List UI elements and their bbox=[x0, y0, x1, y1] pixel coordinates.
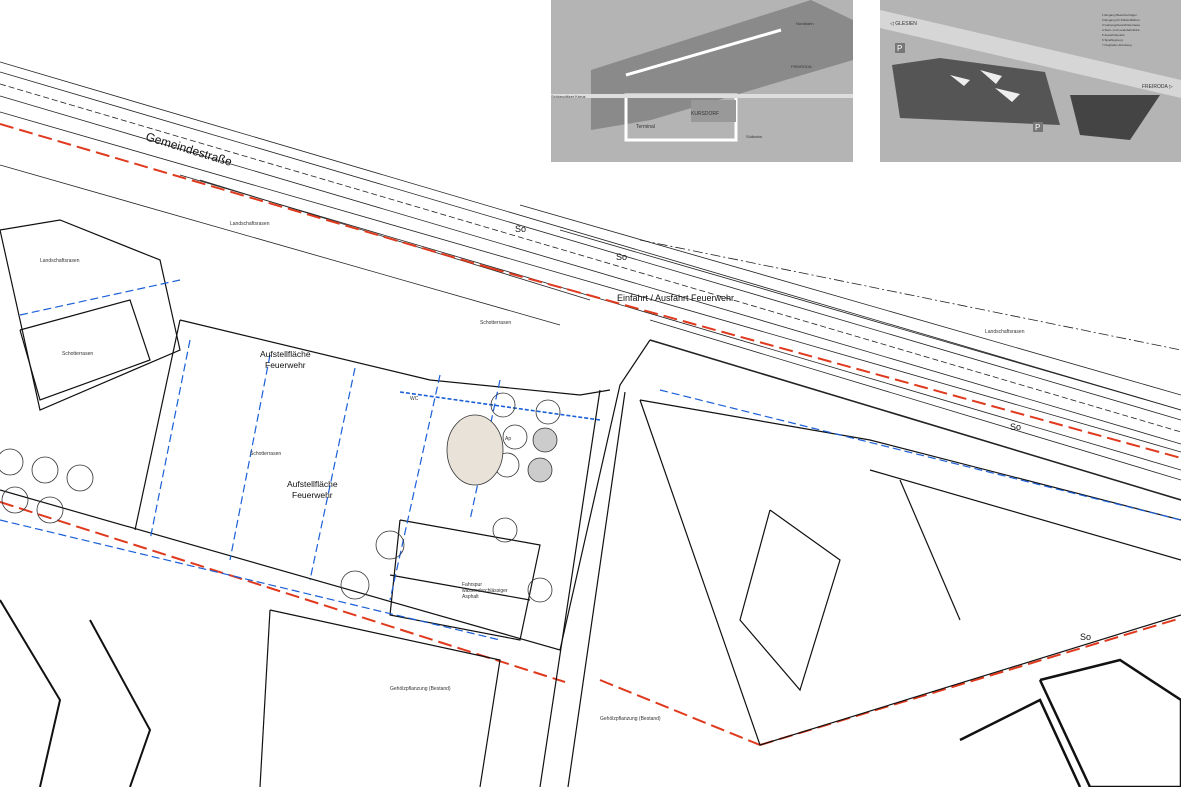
gravel-lawn-label: Schotterrasen bbox=[480, 320, 511, 326]
sewer-label: So bbox=[1010, 422, 1021, 432]
wc-label: WC bbox=[410, 396, 419, 402]
inset-left-label: Schkeuditzer Kreuz bbox=[551, 94, 586, 99]
sewer-label: So bbox=[616, 252, 627, 262]
inset-left-label: KURSDORF bbox=[691, 111, 719, 117]
svg-text:7 Flughafen-Rundweg: 7 Flughafen-Rundweg bbox=[1102, 43, 1132, 47]
svg-text:4 Start- und Landebahnblick: 4 Start- und Landebahnblick bbox=[1102, 28, 1140, 32]
trees bbox=[0, 392, 561, 603]
svg-text:3 Gehweg/Aussichtsterrasse: 3 Gehweg/Aussichtsterrasse bbox=[1102, 23, 1141, 27]
svg-text:6 Spielflugzeug: 6 Spielflugzeug bbox=[1102, 38, 1123, 42]
sewer-label: So bbox=[1080, 632, 1091, 642]
water-lines bbox=[0, 279, 1181, 641]
shrubs-label: Gehölzpflanzung (Bestand) bbox=[390, 686, 451, 692]
road-lines bbox=[0, 61, 1181, 501]
tree-code-label: Ap bbox=[505, 436, 511, 442]
landscape-lawn-label: Landschaftsrasen bbox=[40, 258, 80, 264]
landscape-lawn-label: Landschaftsrasen bbox=[985, 329, 1025, 335]
parking-icon: P bbox=[1035, 123, 1040, 132]
property-boundary bbox=[0, 123, 1181, 746]
direction-right-label: FREIRODA ▷ bbox=[1142, 84, 1173, 90]
inset-map-visitor-park: ◁ GLESIEN FREIRODA ▷ P P 1 Eingang Besuc… bbox=[880, 0, 1181, 162]
gravel-lawn-label: Schotterrasen bbox=[250, 451, 281, 457]
inset-left-label: Terminal bbox=[636, 124, 655, 130]
parking-icon: P bbox=[897, 44, 902, 53]
svg-text:2 Eingang für Rollstuhlfahrer: 2 Eingang für Rollstuhlfahrer bbox=[1102, 18, 1140, 22]
inset-map-airport-overview: KURSDORF Terminal Schkeuditzer Kreuz FRE… bbox=[551, 0, 853, 162]
shrubs-label: Gehölzpflanzung (Bestand) bbox=[600, 716, 661, 722]
inset-left-label: Südbahn bbox=[746, 134, 762, 139]
inset-left-label: Nordbahn bbox=[796, 21, 814, 26]
svg-text:1 Eingang Besucherhügel: 1 Eingang Besucherhügel bbox=[1102, 13, 1137, 17]
sewer-label: So bbox=[515, 224, 526, 234]
direction-left-label: ◁ GLESIEN bbox=[890, 21, 917, 27]
site-outline bbox=[0, 219, 1181, 787]
svg-text:5 Aussichtspunkt: 5 Aussichtspunkt bbox=[1102, 33, 1125, 37]
entrance-label: Einfahrt / Ausfahrt Feuerwehr bbox=[617, 293, 734, 303]
gravel-lawn-label: Schotterrasen bbox=[62, 351, 93, 357]
landscape-lawn-label: Landschaftsrasen bbox=[230, 221, 270, 227]
inset-legend: 1 Eingang Besucherhügel 2 Eingang für Ro… bbox=[1102, 13, 1141, 47]
inset-left-label: FREIRODA bbox=[791, 64, 812, 69]
